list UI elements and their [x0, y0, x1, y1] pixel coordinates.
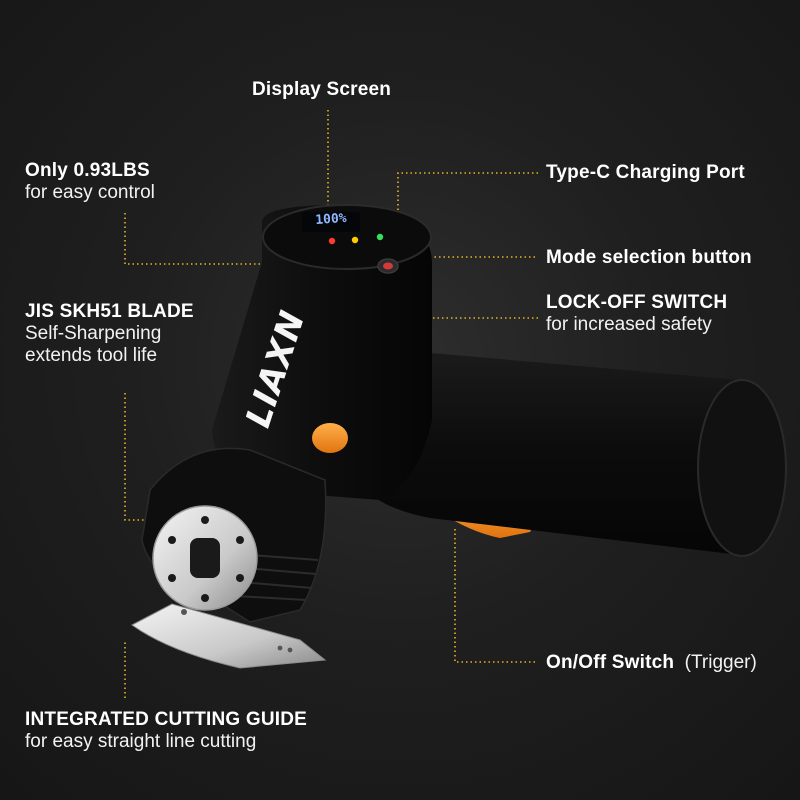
callout-mode-button-title: Mode selection button [546, 247, 752, 268]
callout-trigger: On/Off Switch (Trigger) [546, 652, 757, 674]
callout-lock-switch-subtitle: for increased safety [546, 313, 712, 335]
callout-display-screen: Display Screen [252, 79, 391, 101]
callout-weight-title: Only 0.93LBS [25, 160, 150, 181]
callout-lock-switch-title: LOCK-OFF SWITCH [546, 292, 728, 313]
leader-charging-port [397, 172, 538, 225]
callout-charging-port: Type-C Charging Port [546, 162, 745, 184]
callout-cutting-guide-title: INTEGRATED CUTTING GUIDE [25, 709, 308, 730]
circular-blade [152, 505, 258, 611]
callout-cutting-guide-subtitle: for easy straight line cutting [25, 730, 257, 752]
display-readout: 100% [314, 210, 348, 229]
callout-blade: JIS SKH51 BLADE Self-Sharpening extends … [25, 301, 194, 367]
callout-blade-subtitle-2: extends tool life [25, 344, 158, 366]
tool-handle [340, 345, 787, 557]
leader-blade [124, 393, 210, 521]
callout-charging-port-title: Type-C Charging Port [546, 162, 745, 183]
leader-trigger [454, 528, 535, 663]
tool-body [212, 204, 432, 500]
callout-weight: Only 0.93LBS for easy control [25, 160, 155, 204]
callout-blade-subtitle-1: Self-Sharpening [25, 322, 162, 344]
callout-mode-button: Mode selection button [546, 247, 752, 269]
callout-display-screen-title: Display Screen [252, 79, 392, 100]
callout-lock-switch: LOCK-OFF SWITCH for increased safety [546, 292, 727, 336]
lock-off-switch [312, 423, 348, 453]
callout-weight-subtitle: for easy control [25, 181, 155, 203]
callout-trigger-subtitle: (Trigger) [684, 652, 757, 673]
cutting-guide-plate [131, 603, 327, 669]
callout-blade-title: JIS SKH51 BLADE [25, 301, 194, 322]
callout-trigger-title: On/Off Switch [546, 652, 675, 673]
callout-cutting-guide: INTEGRATED CUTTING GUIDE for easy straig… [25, 709, 307, 753]
leader-weight [124, 213, 262, 265]
